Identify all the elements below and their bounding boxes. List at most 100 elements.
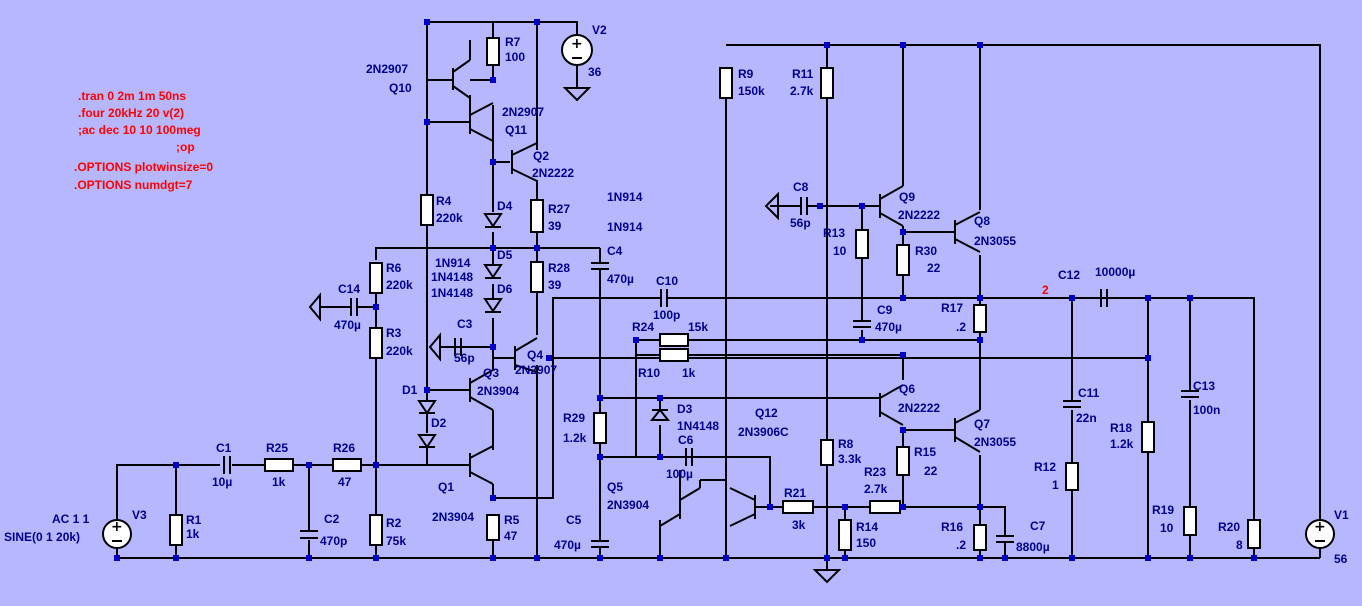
label-R23-value: 2.7k bbox=[864, 482, 888, 496]
diode-D1 bbox=[417, 400, 437, 433]
label-R4-name: R4 bbox=[436, 194, 452, 208]
directive-options-numdgt: .OPTIONS numdgt=7 bbox=[74, 178, 193, 192]
label-R5-name: R5 bbox=[504, 513, 520, 527]
label-C3-name: C3 bbox=[457, 317, 473, 331]
label-C7-value: 8800µ bbox=[1016, 540, 1050, 554]
resistor-R1 bbox=[169, 514, 183, 546]
label-Q11-value: 2N2907 bbox=[502, 105, 544, 119]
transistor-Q7 bbox=[954, 409, 981, 453]
label-C11-name: C11 bbox=[1078, 386, 1100, 400]
label-Q2-name: Q2 bbox=[533, 149, 549, 163]
label-C13-value: 100n bbox=[1193, 403, 1220, 417]
label-R10-value: 1k bbox=[682, 366, 696, 380]
label-R12-name: R12 bbox=[1034, 460, 1056, 474]
resistor-R28 bbox=[530, 261, 544, 293]
svg-text:+: + bbox=[1314, 519, 1326, 535]
label-R25-name: R25 bbox=[266, 441, 288, 455]
label-C4-value: 470µ bbox=[607, 272, 634, 286]
label-R27-name: R27 bbox=[548, 202, 570, 216]
voltage-source-V2: + bbox=[561, 34, 593, 66]
resistor-R14 bbox=[838, 519, 852, 551]
label-Q6-value: 2N2222 bbox=[898, 401, 940, 415]
label-Q1-name: Q1 bbox=[438, 480, 454, 494]
label-R29-value: 1.2k bbox=[563, 431, 587, 445]
label-R29-name: R29 bbox=[563, 411, 585, 425]
label-C14-name: C14 bbox=[338, 282, 360, 296]
label-R24-name: R24 bbox=[632, 320, 654, 334]
transistor-Q8 bbox=[954, 211, 981, 253]
resistor-R24 bbox=[659, 333, 689, 347]
label-D6-alt-value: 1N4148 bbox=[431, 270, 473, 284]
ground-icon bbox=[308, 292, 321, 322]
label-R30-name: R30 bbox=[915, 244, 937, 258]
label-R17-value: .2 bbox=[956, 320, 966, 334]
wires bbox=[116, 21, 1321, 570]
label-C5-value: 470µ bbox=[554, 538, 581, 552]
label-C8-name: C8 bbox=[793, 180, 809, 194]
label-R3-value: 220k bbox=[386, 344, 413, 358]
label-Q11-name: Q11 bbox=[505, 123, 527, 137]
label-C10-value: 100p bbox=[653, 308, 680, 322]
resistor-R23 bbox=[869, 500, 901, 514]
capacitor-C3 bbox=[440, 338, 493, 356]
label-R16-name: R16 bbox=[941, 520, 963, 534]
label-R13-value: 10 bbox=[833, 244, 847, 258]
label-R20-value: 8 bbox=[1236, 538, 1243, 552]
diodes bbox=[417, 213, 671, 449]
label-Q3-name: Q3 bbox=[483, 366, 499, 380]
capacitor-C12 bbox=[1100, 289, 1108, 307]
label-R19-value: 10 bbox=[1160, 521, 1174, 535]
label-R6-value: 220k bbox=[386, 278, 413, 292]
label-R16-value: .2 bbox=[956, 538, 966, 552]
capacitor-C7 bbox=[996, 535, 1014, 543]
label-D1-name: D1 bbox=[402, 383, 418, 397]
grounds bbox=[308, 87, 842, 584]
net-label-output: 2 bbox=[1042, 283, 1049, 297]
resistor-R30 bbox=[896, 244, 910, 276]
label-C6-name: C6 bbox=[678, 433, 694, 447]
diode-D5 bbox=[483, 264, 503, 279]
diode-D6 bbox=[483, 298, 503, 313]
label-C9-name: C9 bbox=[877, 303, 893, 317]
label-D3-name: D3 bbox=[677, 402, 693, 416]
label-R17-name: R17 bbox=[941, 301, 963, 315]
transistor-Q2 bbox=[511, 142, 538, 182]
resistor-R27 bbox=[530, 199, 544, 233]
label-V2-name: V2 bbox=[592, 23, 607, 37]
label-Q10-value: 2N2907 bbox=[366, 62, 408, 76]
junctions bbox=[114, 19, 1257, 561]
resistor-R15 bbox=[896, 446, 910, 476]
label-R27-value: 39 bbox=[548, 219, 562, 233]
diode-D2 bbox=[417, 434, 437, 449]
label-R26-value: 47 bbox=[338, 475, 352, 489]
label-R9-value: 150k bbox=[738, 84, 765, 98]
label-Q9-value: 2N2222 bbox=[898, 208, 940, 222]
capacitor-C9 bbox=[853, 320, 871, 328]
capacitor-C4 bbox=[591, 262, 609, 270]
label-Q1-value: 2N3904 bbox=[432, 510, 474, 524]
ground-icon bbox=[428, 332, 441, 362]
label-R15-value: 22 bbox=[924, 464, 938, 478]
label-D6-name: D6 bbox=[497, 282, 513, 296]
label-R18-value: 1.2k bbox=[1110, 437, 1134, 451]
transistor-Q6 bbox=[879, 384, 904, 426]
capacitor-C14 bbox=[350, 298, 358, 316]
label-V3-sine: SINE(0 1 20k) bbox=[4, 530, 80, 544]
label-R24-value: 15k bbox=[688, 320, 708, 334]
label-R9-name: R9 bbox=[738, 67, 754, 81]
resistor-R16 bbox=[973, 524, 987, 551]
label-R4-value: 220k bbox=[436, 211, 463, 225]
label-Q7-name: Q7 bbox=[974, 417, 990, 431]
label-Q5-name: Q5 bbox=[607, 480, 623, 494]
label-Q2-value: 2N2222 bbox=[532, 166, 574, 180]
label-C6-value: 100µ bbox=[666, 467, 693, 481]
resistor-R9 bbox=[719, 67, 733, 99]
label-V3-ac: AC 1 1 bbox=[52, 512, 90, 526]
capacitor-C2 bbox=[300, 530, 318, 539]
label-R2-value: 75k bbox=[386, 534, 406, 548]
label-R8-value: 3.3k bbox=[838, 452, 862, 466]
label-R1-name: R1 bbox=[186, 513, 202, 527]
capacitor-C8 bbox=[800, 197, 808, 215]
label-R5-value: 47 bbox=[504, 529, 518, 543]
